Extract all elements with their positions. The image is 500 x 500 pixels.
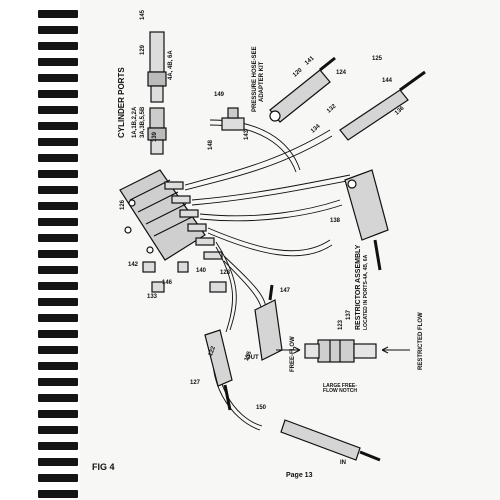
figure-label: FIG 4 bbox=[92, 462, 115, 472]
large-free-flow-notch-label: LARGE FREE-FLOW NOTCH bbox=[323, 383, 357, 394]
part-callout: OUT bbox=[246, 355, 259, 361]
part-callout: 150 bbox=[256, 405, 267, 411]
pressure-hose-line2: ADAPTER KIT bbox=[259, 61, 265, 102]
binding-ring bbox=[38, 250, 78, 258]
part-callout: 148 bbox=[208, 139, 214, 150]
cylinder-ports-line3: 4A, 4B, 6A bbox=[168, 50, 174, 80]
part-callout: 133 bbox=[147, 294, 158, 300]
binding-ring bbox=[38, 378, 78, 386]
binding-ring bbox=[38, 490, 78, 498]
binding-ring bbox=[38, 426, 78, 434]
binding-ring bbox=[38, 362, 78, 370]
binding-ring bbox=[38, 58, 78, 66]
binding-ring bbox=[38, 394, 78, 402]
cylinder-127 bbox=[280, 419, 381, 462]
binding-ring bbox=[38, 122, 78, 130]
binding-ring bbox=[38, 186, 78, 194]
binding-ring bbox=[38, 202, 78, 210]
restricted-flow-label: RESTRICTED FLOW bbox=[418, 312, 424, 370]
tee-fitting bbox=[221, 107, 245, 131]
binding-ring bbox=[38, 282, 78, 290]
binding-ring bbox=[38, 474, 78, 482]
cylinder-126 bbox=[269, 56, 336, 123]
cylinder-ports-line2: 3A,3B,5,5B bbox=[140, 106, 146, 138]
cylinder-128 bbox=[254, 284, 283, 361]
binding-ring bbox=[38, 298, 78, 306]
part-callout: 146 bbox=[162, 280, 173, 286]
binding-ring bbox=[38, 266, 78, 274]
binding-ring bbox=[38, 442, 78, 450]
binding-ring bbox=[38, 170, 78, 178]
part-callout: 140 bbox=[196, 268, 207, 274]
binding-ring bbox=[38, 346, 78, 354]
binding-ring bbox=[38, 10, 78, 18]
lower-fittings bbox=[142, 261, 227, 293]
binding-ring bbox=[38, 90, 78, 98]
valve-fittings bbox=[164, 181, 223, 260]
binding-ring bbox=[38, 218, 78, 226]
part-callout: 149 bbox=[214, 92, 225, 98]
binding-ring bbox=[38, 458, 78, 466]
cylinder-ports-line1: 1A,1B,2,2A bbox=[132, 106, 138, 138]
binding-ring bbox=[38, 330, 78, 338]
binding-ring bbox=[38, 42, 78, 50]
binding-ring bbox=[38, 154, 78, 162]
free-flow-label: FREE-FLOW bbox=[290, 336, 296, 372]
part-callout: 128 bbox=[220, 270, 231, 276]
cylinder-125-lower bbox=[344, 169, 389, 271]
cylinder-port-fitting-top bbox=[147, 31, 167, 103]
binding-ring bbox=[38, 410, 78, 418]
part-callout: 138 bbox=[330, 218, 341, 224]
cylinder-125 bbox=[339, 70, 426, 141]
part-callout: 126 bbox=[120, 199, 126, 210]
part-callout: 139 bbox=[152, 131, 158, 142]
part-callout: 129 bbox=[140, 44, 146, 55]
control-valve-bank bbox=[119, 169, 206, 261]
page-number: Page 13 bbox=[286, 472, 313, 479]
binding-ring bbox=[38, 138, 78, 146]
part-callout: IN bbox=[340, 460, 346, 466]
binding-ring bbox=[38, 234, 78, 242]
flow-arrows bbox=[276, 346, 410, 354]
restrictor-assembly bbox=[304, 339, 377, 363]
part-callout: 125 bbox=[372, 56, 383, 62]
part-callout: 124 bbox=[336, 70, 347, 76]
cylinder-ports-title: CYLINDER PORTS bbox=[117, 67, 126, 138]
part-callout: 137 bbox=[346, 309, 352, 320]
cylinder-128-left bbox=[204, 329, 233, 411]
part-callout: 123 bbox=[338, 319, 344, 330]
cylinder-port-fitting-bottom bbox=[147, 107, 167, 155]
pressure-hose-line1: PRESSURE HOSE-SEE bbox=[252, 46, 258, 112]
part-callout: 145 bbox=[140, 9, 146, 20]
part-callout: 127 bbox=[190, 380, 201, 386]
restrictor-title: RESTRICTOR ASSEMBLY bbox=[355, 244, 362, 330]
binding-ring bbox=[38, 26, 78, 34]
binding-ring bbox=[38, 314, 78, 322]
restrictor-subtitle: LOCATED IN PORTS-4A, 4B, 6A bbox=[363, 254, 369, 330]
part-callout: 142 bbox=[128, 262, 139, 268]
binding-ring bbox=[38, 74, 78, 82]
binding-ring bbox=[38, 106, 78, 114]
part-callout: 144 bbox=[382, 78, 393, 84]
part-callout: 147 bbox=[280, 288, 291, 294]
part-callout: 143 bbox=[244, 129, 250, 140]
